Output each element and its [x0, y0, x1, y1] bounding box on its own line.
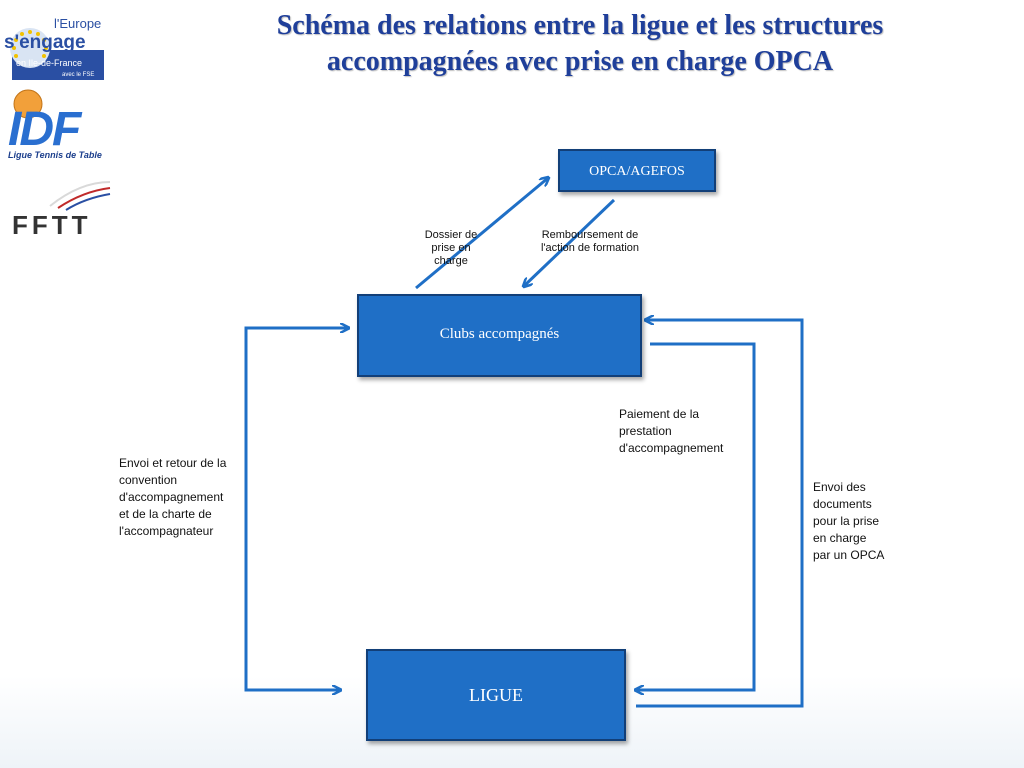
arrow-remboursement: [524, 198, 616, 286]
fftt-logo-main: FFTT: [12, 210, 92, 240]
arrow-dossier: [415, 178, 548, 290]
europe-flag-icon: [10, 28, 104, 80]
title-line-1: Schéma des relations entre la ligue et l…: [276, 10, 884, 41]
clubs-accompagnes-label: Clubs accompagnés: [439, 326, 560, 342]
europe-logo-line-3: en Ile-de-France: [16, 58, 83, 68]
fftt-swoosh-icon: [49, 181, 111, 211]
label-paiement: Paiement de la prestation d'accompagneme…: [619, 407, 724, 455]
label-remboursement: Remboursement de l'action de formation: [540, 229, 640, 254]
opca-agefos-box: OPCA/AGEFOS: [558, 149, 716, 192]
ligue-box: LIGUE: [366, 649, 626, 741]
idf-logo-main: IDF: [8, 103, 81, 156]
arrow-convention-to-ligue: [244, 500, 340, 690]
europe-logo-line-4: avec le FSE: [62, 72, 95, 78]
label-envoi-documents: Envoi des documents pour la prise en cha…: [813, 480, 885, 562]
arrow-convention-to-clubs: [244, 328, 348, 500]
ligue-label: LIGUE: [469, 685, 523, 705]
label-dossier: Dossier de prise en charge: [424, 229, 478, 267]
arrow-documents: [636, 320, 804, 708]
slide-title: Schéma des relations entre la ligue et l…: [150, 8, 1010, 80]
idf-logo: IDF Ligue Tennis de Table: [4, 88, 114, 168]
title-line-2: accompagnées avec prise en charge OPCA: [326, 46, 834, 77]
clubs-accompagnes-box: Clubs accompagnés: [357, 294, 642, 377]
europe-logo: l'Europe s'engage en Ile-de-France avec …: [4, 14, 104, 84]
label-envoi-convention: Envoi et retour de la convention d'accom…: [119, 456, 227, 538]
arrow-paiement: [636, 342, 756, 690]
ping-pong-ball-icon: [13, 89, 43, 119]
fftt-logo: FFTT: [10, 176, 114, 240]
opca-agefos-label: OPCA/AGEFOS: [589, 164, 685, 179]
europe-logo-line-2: s'engage: [4, 32, 86, 53]
idf-logo-caption: Ligue Tennis de Table: [8, 150, 102, 160]
europe-logo-line-1: l'Europe: [54, 16, 102, 31]
